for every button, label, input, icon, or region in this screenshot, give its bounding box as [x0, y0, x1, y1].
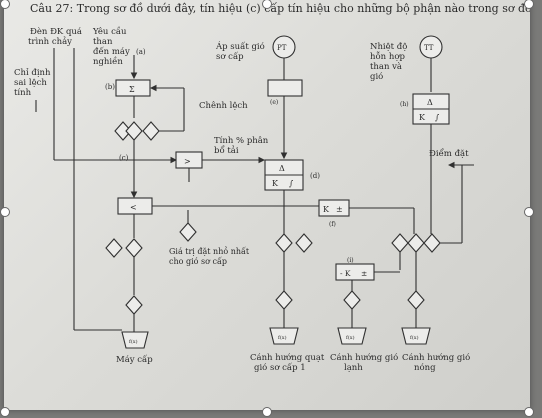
diamond-min	[179, 222, 197, 242]
label-chenh-lech: Chênh lệch	[199, 100, 248, 111]
block-b-symbol: Σ	[129, 85, 135, 94]
label-den-dk-2: trình chảy	[28, 36, 72, 47]
block-f-k: K	[323, 205, 330, 214]
fx-may-cap: f(x)	[129, 338, 138, 345]
block-d-delta: Δ	[279, 164, 285, 173]
control-diagram: Câu 27: Trong sơ đồ dưới đây, tín hiệu (…	[14, 2, 532, 373]
label-canh-lanh: Cánh hướng gió	[330, 352, 398, 363]
block-i-k: - K	[340, 269, 351, 278]
label-canh-quat-2: gió sơ cấp 1	[254, 362, 306, 373]
label-nhiet-do-2: hỗn hợp	[370, 50, 405, 62]
diamond-hot	[407, 290, 425, 310]
label-canh-quat: Cánh hướng quạt	[250, 352, 325, 363]
tag-b: (b)	[105, 83, 115, 91]
diamond-pt-3	[275, 290, 293, 310]
label-yeu-cau-3: đến máy	[93, 46, 130, 57]
fx-canh-nong: f(x)	[410, 334, 419, 341]
block-f-pm: ±	[336, 205, 343, 214]
label-may-cap: Máy cấp	[116, 354, 153, 365]
diamond-r1-3	[142, 121, 160, 141]
tag-f: (f)	[329, 221, 336, 228]
fx-canh-quat: f(x)	[278, 334, 287, 341]
actuator-canh-quat	[269, 327, 299, 345]
label-tinh-pct-2: bổ tải	[214, 144, 239, 156]
block-h-k: K	[419, 113, 426, 122]
block-e	[267, 79, 303, 97]
diamond-cold	[343, 290, 361, 310]
sensor-pt-label: PT	[277, 44, 287, 52]
label-nhiet-do: Nhiệt độ	[370, 41, 407, 52]
tag-d: (d)	[310, 172, 320, 180]
block-h-delta: Δ	[427, 98, 433, 107]
block-d-k: K	[272, 179, 279, 188]
diamond-pt-1	[275, 233, 293, 253]
fx-canh-lanh: f(x)	[346, 334, 355, 341]
diamond-pt-2	[295, 233, 313, 253]
block-h-int: ∫	[435, 113, 440, 122]
sensor-tt-label: TT	[424, 44, 434, 52]
tag-c: (c)	[119, 154, 129, 162]
diamond-r2-1	[105, 238, 123, 258]
label-canh-lanh-2: lạnh	[344, 363, 363, 373]
block-d-int: ∫	[289, 179, 294, 188]
label-tinh-pct: Tính % phân	[214, 135, 269, 146]
label-chi-dinh-2: sai lệch	[14, 77, 47, 88]
diamond-r3-left	[125, 295, 143, 315]
label-yeu-cau: Yêu cầu	[92, 26, 127, 37]
label-canh-nong: Cánh hướng gió	[402, 352, 470, 363]
label-ap-suat-2: sơ cấp	[216, 51, 244, 62]
label-yeu-cau-2: than	[93, 37, 113, 47]
label-ap-suat: Áp suất gió	[215, 40, 265, 52]
label-gia-tri: Giá trị đặt nhỏ nhất	[169, 247, 250, 256]
tag-i: (i)	[347, 257, 354, 264]
tag-h: (h)	[400, 101, 409, 108]
actuator-canh-nong	[401, 327, 431, 345]
label-chi-dinh: Chỉ định	[14, 67, 51, 78]
question-text: Câu 27: Trong sơ đồ dưới đây, tín hiệu (…	[30, 2, 530, 15]
tag-e: (e)	[270, 99, 278, 106]
diamond-tt-2	[407, 233, 425, 253]
diamond-r1-2	[125, 121, 143, 141]
diamond-r2-2	[125, 238, 143, 258]
block-less-symbol: <	[130, 203, 137, 212]
label-canh-nong-2: nóng	[414, 362, 436, 373]
label-gia-tri-2: cho gió sơ cấp	[169, 257, 227, 266]
label-chi-dinh-3: tính	[14, 87, 32, 98]
label-nhiet-do-4: gió	[370, 71, 383, 82]
label-den-dk: Đèn ĐK quá	[30, 26, 82, 37]
block-greater-symbol: >	[184, 157, 191, 166]
actuator-may-cap	[121, 331, 149, 349]
document-photo: Câu 27: Trong sơ đồ dưới đây, tín hiệu (…	[4, 0, 532, 410]
actuator-canh-lanh	[337, 327, 367, 345]
block-i-pm: ±	[361, 269, 367, 278]
diamond-tt-1	[391, 233, 409, 253]
label-nhiet-do-3: than và	[370, 61, 402, 72]
tag-a: (a)	[136, 48, 146, 56]
label-diem-dat: Điểm đặt	[429, 147, 469, 159]
label-yeu-cau-4: nghiền	[93, 56, 123, 67]
diamond-tt-3	[423, 233, 441, 253]
